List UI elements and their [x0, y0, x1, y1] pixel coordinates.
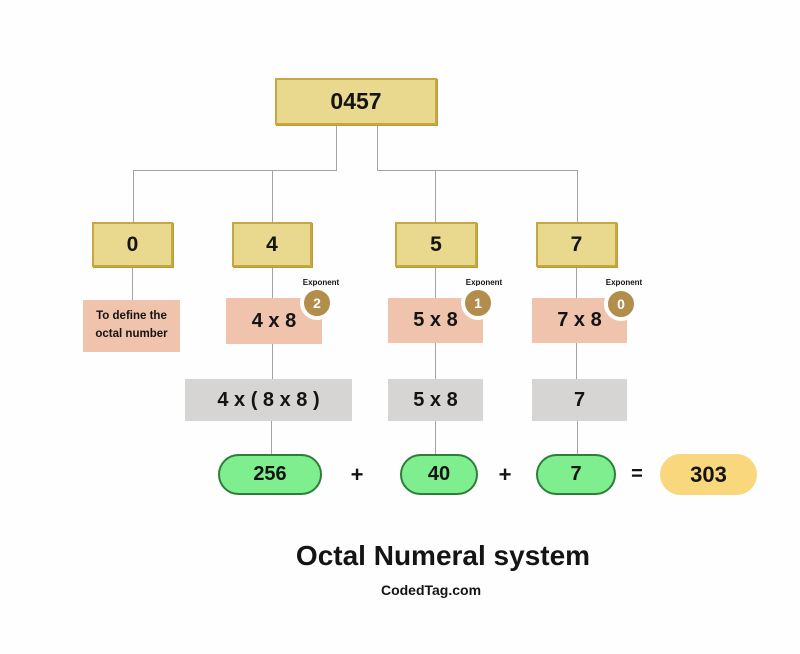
connector-line [133, 170, 337, 171]
connector-line [435, 170, 436, 222]
expanded-box-4: 4 x ( 8 x 8 ) [185, 379, 352, 421]
connector-line [272, 344, 273, 379]
digit-box-4: 4 [232, 222, 312, 267]
connector-line [132, 267, 133, 300]
connector-line [336, 125, 337, 171]
exponent-badge-2: 2 [300, 286, 334, 320]
exponent-label: Exponent [605, 278, 643, 287]
plus-operator: + [498, 462, 512, 487]
connector-line [576, 267, 577, 298]
equals-operator: = [631, 463, 643, 485]
exponent-badge-1: 1 [461, 286, 495, 320]
exponent-badge-0: 0 [604, 287, 638, 321]
page-title: Octal Numeral system [295, 540, 591, 571]
expanded-box-5: 5 x 8 [388, 379, 483, 421]
note-box: To define the octal number [83, 300, 180, 352]
connector-line [577, 170, 578, 222]
exponent-label: Exponent [465, 278, 503, 287]
connector-line [271, 421, 272, 455]
digit-box-5: 5 [395, 222, 477, 267]
result-pill-7: 7 [536, 454, 616, 495]
connector-line [272, 267, 273, 298]
connector-line [435, 267, 436, 298]
root-value-box: 0457 [275, 78, 437, 125]
digit-box-7: 7 [536, 222, 617, 267]
connector-line [576, 343, 577, 379]
digit-box-0: 0 [92, 222, 173, 267]
result-pill-40: 40 [400, 454, 478, 495]
expanded-box-7: 7 [532, 379, 627, 421]
exponent-label: Exponent [302, 278, 340, 287]
connector-line [377, 170, 578, 171]
connector-line [435, 343, 436, 379]
total-pill: 303 [660, 454, 757, 495]
result-pill-256: 256 [218, 454, 322, 495]
connector-line [133, 170, 134, 222]
note-text: To define the octal number [95, 310, 168, 340]
connector-line [377, 125, 378, 171]
connector-line [272, 170, 273, 222]
connector-line [577, 421, 578, 455]
expression-box-7x8: 7 x 8 [532, 298, 627, 343]
plus-operator: + [350, 462, 364, 487]
source-credit: CodedTag.com [380, 582, 482, 598]
connector-line [435, 421, 436, 455]
